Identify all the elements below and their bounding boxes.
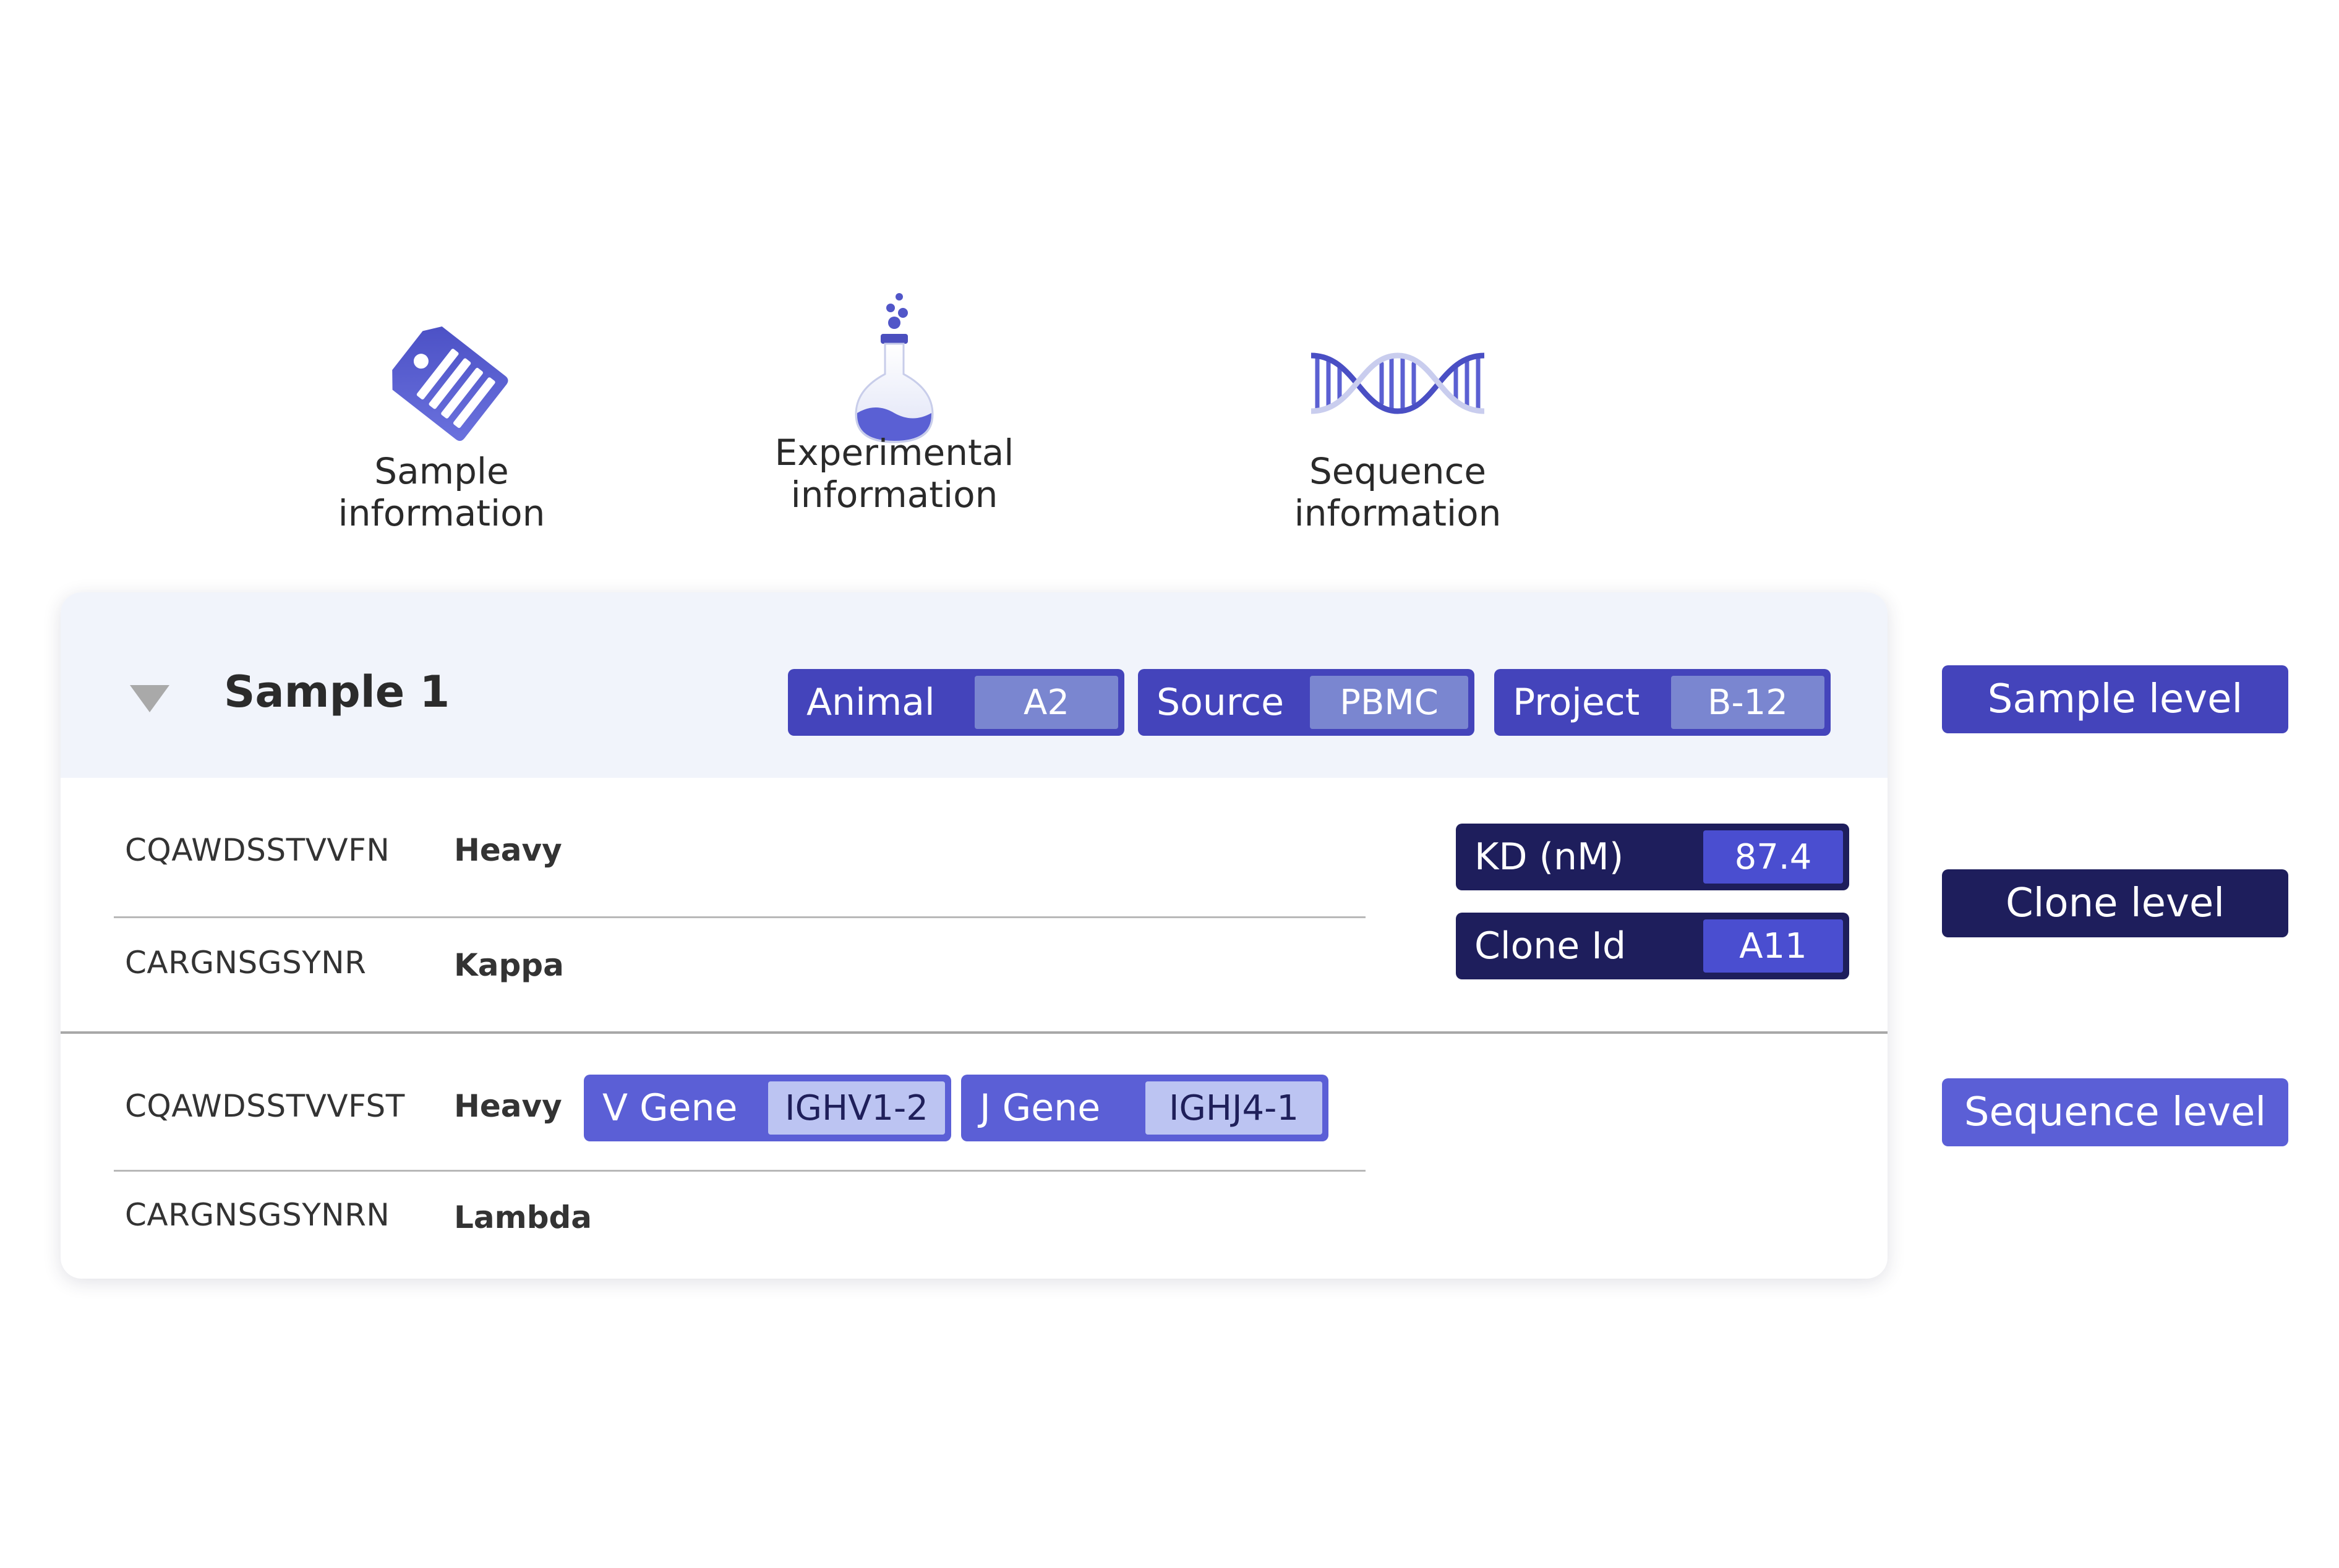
sequence-level-label: Sequence level — [1942, 1078, 2288, 1146]
clone-sequence-2: CARGNSGSYNR — [125, 945, 367, 981]
tag-value: IGHJ4-1 — [1145, 1081, 1322, 1135]
flask-icon — [855, 293, 934, 443]
clone-chain-2: Kappa — [454, 947, 564, 983]
sequence-chain-1: Heavy — [454, 1088, 562, 1124]
row-divider — [114, 916, 1366, 918]
sample-header[interactable]: Sample 1 Animal A2 Source PBMC Project B… — [61, 592, 1888, 778]
clone-chain-1: Heavy — [454, 832, 562, 868]
sequence-2: CARGNSGSYNRN — [125, 1197, 390, 1233]
sample-level-label: Sample level — [1942, 665, 2288, 733]
experimental-information-header: Experimental information — [733, 291, 1055, 516]
collapse-triangle-icon[interactable] — [130, 685, 169, 712]
clone-sequence-1: CQAWDSSTVVFN — [125, 832, 390, 868]
tag-key: Animal — [806, 681, 935, 724]
sample-tag-animal[interactable]: Animal A2 — [788, 669, 1124, 736]
sequence-tag-v-gene[interactable]: V Gene IGHV1-2 — [584, 1075, 951, 1141]
category-label-line2: information — [338, 492, 545, 534]
sample-title: Sample 1 — [224, 667, 450, 717]
dna-icon — [1311, 352, 1485, 414]
tag-value: PBMC — [1310, 676, 1468, 729]
tag-key: Source — [1157, 681, 1285, 724]
category-label-line1: Sequence — [1309, 450, 1487, 492]
tag-key: Clone Id — [1474, 924, 1627, 968]
category-label-line1: Sample — [374, 450, 509, 492]
sequence-1: CQAWDSSTVVFST — [125, 1088, 405, 1124]
tag-icon — [392, 326, 508, 441]
section-divider — [61, 1031, 1888, 1034]
category-label-line2: information — [790, 474, 998, 516]
sequence-tag-j-gene[interactable]: J Gene IGHJ4-1 — [961, 1075, 1328, 1141]
tag-value: IGHV1-2 — [768, 1081, 945, 1135]
sample-tag-source[interactable]: Source PBMC — [1138, 669, 1474, 736]
clone-level-label: Clone level — [1942, 869, 2288, 937]
tag-value: B-12 — [1671, 676, 1824, 729]
tag-key: Project — [1513, 681, 1640, 724]
category-label-line2: information — [1294, 492, 1502, 534]
clone-tag-kd[interactable]: KD (nM) 87.4 — [1456, 824, 1849, 890]
tag-value: 87.4 — [1703, 830, 1843, 884]
sequence-information-header: Sequence information — [1237, 309, 1559, 534]
sample-information-header: Sample information — [281, 309, 602, 534]
clone-tag-clone-id[interactable]: Clone Id A11 — [1456, 913, 1849, 979]
row-divider — [114, 1170, 1366, 1172]
tag-key: KD (nM) — [1474, 835, 1624, 879]
tag-key: J Gene — [980, 1086, 1101, 1130]
tag-value: A11 — [1703, 919, 1843, 973]
sample-card: Sample 1 Animal A2 Source PBMC Project B… — [61, 592, 1888, 1279]
category-label-line1: Experimental — [774, 432, 1014, 474]
sequence-chain-2: Lambda — [454, 1199, 592, 1235]
tag-value: A2 — [975, 676, 1118, 729]
tag-key: V Gene — [602, 1086, 738, 1130]
sample-tag-project[interactable]: Project B-12 — [1494, 669, 1831, 736]
